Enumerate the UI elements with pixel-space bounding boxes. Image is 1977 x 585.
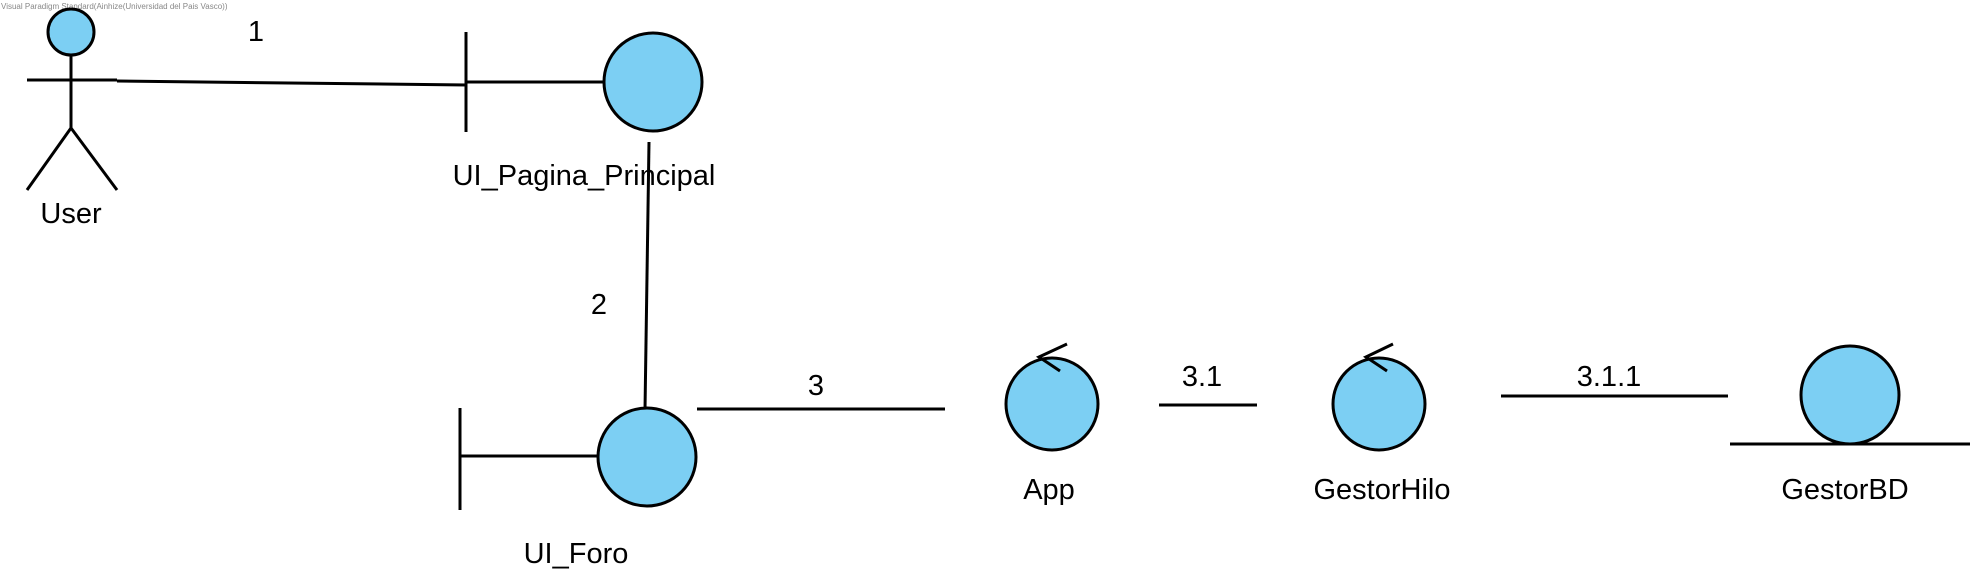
boundary-ui-pagina-principal[interactable]: UI_Pagina_Principal (453, 31, 716, 192)
link-line (116, 79, 468, 87)
message-label: 3 (808, 370, 824, 402)
control-app[interactable]: App (1004, 342, 1100, 506)
control-circle (1004, 356, 1100, 452)
control-arrow (1362, 342, 1394, 373)
link-gestorhilo-to-gestorbd[interactable]: 3.1.1 (1501, 361, 1728, 398)
actor-head (46, 7, 96, 57)
object-label: UI_Pagina_Principal (453, 160, 716, 192)
control-gestorhilo[interactable]: GestorHilo (1314, 342, 1451, 506)
link-user-to-principal[interactable]: 1 (116, 16, 468, 87)
watermark: Visual Paradigm Standard(Ainhize(Univers… (1, 2, 228, 11)
control-circle (1331, 356, 1427, 452)
link-app-to-gestorhilo[interactable]: 3.1 (1159, 361, 1257, 407)
message-label: 3.1 (1182, 361, 1222, 393)
object-label: GestorHilo (1314, 474, 1451, 506)
actor-label: User (40, 198, 102, 230)
message-label: 2 (591, 289, 607, 321)
object-label: GestorBD (1781, 474, 1908, 506)
link-principal-to-foro[interactable]: 2 (591, 141, 651, 411)
link-line (643, 141, 651, 411)
actor-user[interactable]: User (25, 7, 119, 230)
actor-right-leg (69, 127, 119, 191)
boundary-circle (596, 406, 698, 508)
boundary-circle (602, 31, 704, 133)
link-foro-to-app[interactable]: 3 (697, 370, 945, 411)
message-label: 1 (248, 16, 264, 48)
message-label: 3.1.1 (1577, 361, 1642, 393)
object-label: App (1023, 474, 1075, 506)
control-arrow (1035, 342, 1068, 373)
object-label: UI_Foro (524, 538, 629, 570)
entity-circle (1799, 344, 1901, 446)
boundary-ui-foro[interactable]: UI_Foro (458, 406, 698, 570)
actor-left-leg (25, 127, 73, 191)
entity-gestorbd[interactable]: GestorBD (1730, 344, 1970, 506)
